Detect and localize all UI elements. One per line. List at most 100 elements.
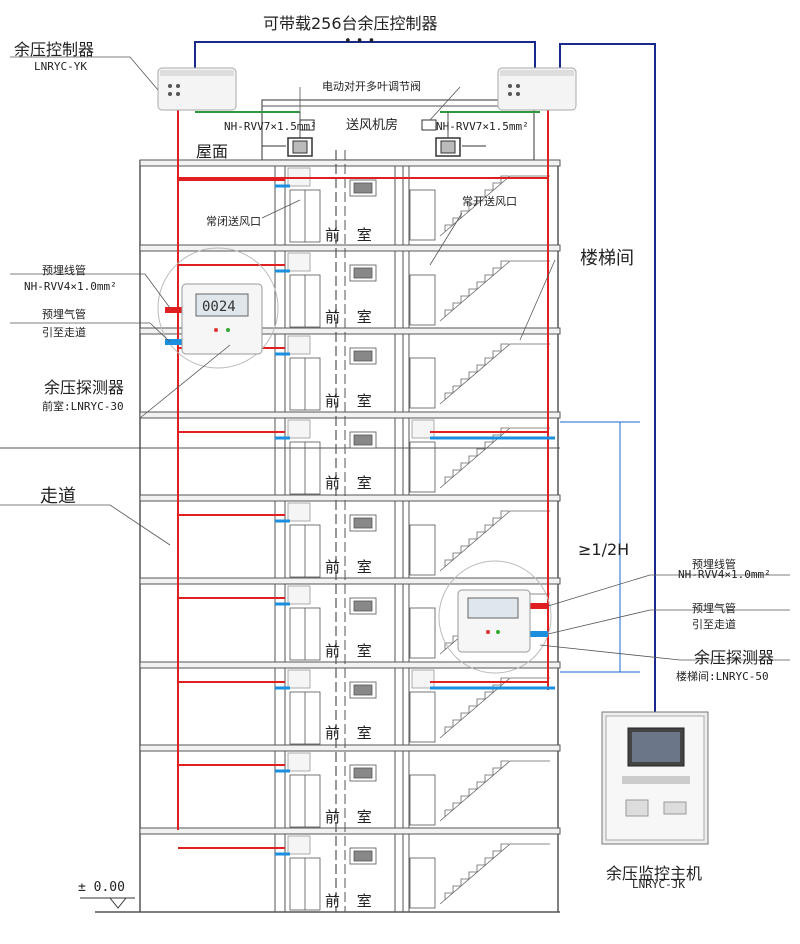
small-detector-stairwell: [411, 669, 435, 689]
cable-right-label: NH-RVV7×1.5mm²: [436, 120, 529, 133]
stair-flight: [439, 510, 550, 572]
closed-vent-grille: [353, 767, 373, 779]
stair-step: [444, 809, 453, 817]
stair-step: [460, 210, 469, 218]
floor-slab: [139, 744, 561, 752]
stair-step: [500, 510, 509, 518]
stair-door: [409, 441, 436, 493]
signal-wiring: [194, 41, 656, 712]
stair-step: [444, 892, 453, 900]
floor-slab: [139, 159, 561, 167]
stair-step: [476, 196, 485, 204]
floor-slab: [139, 827, 561, 835]
stair-step: [452, 802, 461, 810]
small-detector: [287, 419, 311, 439]
stair-step: [484, 441, 493, 449]
anteroom-label: 前 室: [325, 808, 378, 826]
stair-step: [444, 726, 453, 734]
closed-vent-grille: [353, 684, 373, 696]
stair-step: [460, 545, 469, 553]
stair-step: [460, 378, 469, 386]
air-pipe-right-label: 预埋气管: [692, 602, 736, 615]
stair-step: [484, 691, 493, 699]
floor-slab: [139, 327, 561, 335]
stair-step: [484, 189, 493, 197]
stair-door: [409, 774, 436, 826]
host-name-label: 余压监控主机: [606, 864, 703, 883]
controller-right: [497, 67, 577, 111]
stair-step: [460, 295, 469, 303]
detector-left-display: 0024: [202, 299, 236, 315]
anteroom-label: 前 室: [325, 642, 378, 660]
roof-label: 屋面: [196, 142, 229, 161]
stair-step: [492, 767, 501, 775]
conduit-right-label: 预埋线管: [692, 558, 736, 571]
stair-step: [452, 885, 461, 893]
header-dots: • • •: [344, 34, 376, 49]
conduit-left-label: 预埋线管: [42, 264, 86, 277]
stair-step: [500, 843, 509, 851]
stair-step: [492, 267, 501, 275]
anteroom-label: 前 室: [325, 892, 378, 910]
conduit-left-spec: NH-RVV4×1.0mm²: [24, 280, 117, 293]
ground-level-marker: [80, 897, 135, 909]
conduit-right-spec: NH-RVV4×1.0mm²: [678, 568, 771, 581]
small-detector-stairwell: [411, 419, 435, 439]
stair-step: [452, 469, 461, 477]
floor-slab: [139, 494, 561, 502]
stair-step: [468, 788, 477, 796]
stair-step: [468, 705, 477, 713]
floor-slab: [139, 661, 561, 669]
stair-flight: [439, 760, 550, 822]
closed-vent-grille: [353, 600, 373, 612]
stair-step: [460, 712, 469, 720]
controller-left: [157, 67, 237, 111]
floor-slab: [139, 411, 561, 419]
floor-wiring: [178, 177, 555, 856]
anteroom-label: 前 室: [325, 558, 378, 576]
air-pipe-right-dest: 引至走道: [692, 618, 736, 631]
detector-right-label: 余压探测器: [694, 648, 775, 667]
stairwell-label: 楼梯间: [580, 248, 634, 269]
stair-door: [409, 274, 436, 326]
stair-step: [452, 719, 461, 727]
detector-left-model: 前室:LNRYC-30: [42, 400, 124, 413]
stair-step: [484, 524, 493, 532]
stair-step: [476, 864, 485, 872]
closed-vent-grille: [353, 350, 373, 362]
stair-step: [476, 448, 485, 456]
floor-slab: [139, 244, 561, 252]
stair-step: [452, 302, 461, 310]
vertical-wiring: [177, 100, 549, 912]
anteroom-label: 前 室: [325, 226, 378, 244]
stair-step: [500, 175, 509, 183]
anteroom-label: 前 室: [325, 724, 378, 742]
floor-slabs: [139, 159, 561, 835]
air-pipe-left-label: 预埋气管: [42, 308, 86, 321]
fan-room-label: 送风机房: [346, 118, 399, 133]
stair-step: [468, 203, 477, 211]
controller-model-label: LNRYC-YK: [34, 60, 87, 73]
stair-door: [409, 189, 436, 241]
stair-step: [484, 857, 493, 865]
anteroom-label: 前 室: [325, 308, 378, 326]
stair-step: [476, 281, 485, 289]
stair-door: [409, 607, 436, 659]
air-pipe-left-dest: 引至走道: [42, 326, 86, 339]
stair-step: [492, 182, 501, 190]
height-rule-label: ≥1/2H: [578, 540, 630, 559]
roof-fans: [195, 111, 540, 157]
anteroom-label: 前 室: [325, 392, 378, 410]
stair-step: [476, 698, 485, 706]
small-detector: [287, 502, 311, 522]
stair-step: [468, 455, 477, 463]
stair-step: [476, 364, 485, 372]
monitoring-host: [601, 711, 709, 845]
closed-vent-grille: [353, 434, 373, 446]
stair-step: [492, 684, 501, 692]
stair-step: [460, 878, 469, 886]
stair-step: [468, 371, 477, 379]
stair-step: [484, 274, 493, 282]
stair-step: [460, 462, 469, 470]
detector-stairwell-enlarged: [457, 589, 548, 653]
